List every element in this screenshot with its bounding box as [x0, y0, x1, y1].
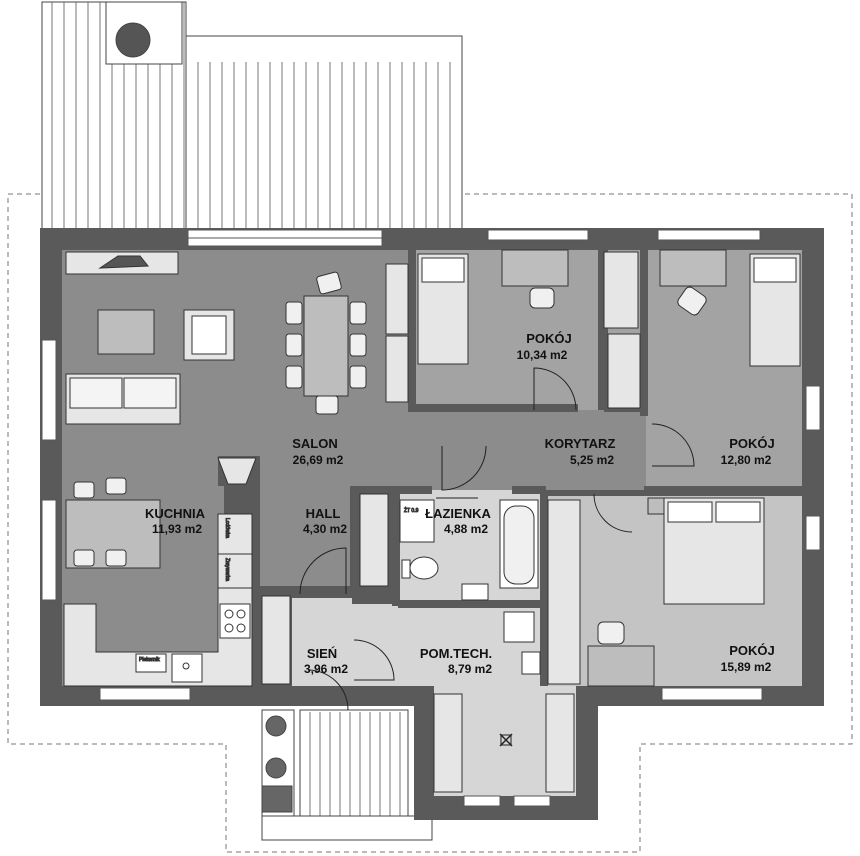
salon-furniture	[65, 251, 409, 485]
corridor-floor	[408, 410, 650, 490]
tech-cabinet-left	[433, 693, 463, 793]
office-chair	[529, 287, 555, 309]
label-sien-name: SIEŃ	[307, 646, 337, 661]
room-labels: SALON 26,69 m2 KUCHNIA 11,93 m2 HALL 4,3…	[145, 331, 775, 676]
door-sien	[299, 547, 347, 595]
wardrobe	[603, 251, 639, 329]
sideboard	[385, 263, 409, 335]
fridge	[217, 513, 253, 555]
planter-icon	[265, 757, 287, 779]
label-kuchnia-name: KUCHNIA	[145, 506, 206, 521]
bedroom3-wardrobe	[547, 499, 581, 685]
desk	[659, 249, 727, 287]
label-sien-area: 3,96 m2	[304, 662, 348, 676]
label-pomtech-area: 8,79 m2	[448, 662, 492, 676]
sien-floor	[292, 598, 392, 686]
sien-wardrobe	[261, 595, 291, 685]
dishwasher	[217, 553, 253, 589]
desk	[587, 645, 655, 687]
chimney-icon	[115, 22, 151, 58]
toilet	[409, 556, 439, 580]
door-bedroom3	[593, 493, 633, 533]
dining-chairs	[285, 271, 367, 415]
sink	[171, 653, 203, 683]
label-kuchnia-area: 11,93 m2	[152, 522, 202, 536]
windows	[41, 229, 821, 807]
label-salon-name: SALON	[292, 436, 338, 451]
planter-icon	[265, 715, 287, 737]
label-pokoj3-area: 15,89 m2	[721, 660, 772, 674]
entrance-steps	[261, 709, 433, 841]
label-lazienka-name: ŁAZIENKA	[425, 506, 491, 521]
hall-wardrobe	[359, 493, 389, 587]
hall-floor	[258, 486, 352, 586]
coffee-table	[97, 309, 155, 355]
fireplace	[217, 457, 257, 485]
label-pokoj2-area: 12,80 m2	[721, 453, 772, 467]
dishwasher-label: Zmywarka	[224, 558, 230, 581]
wardrobes	[261, 493, 581, 793]
label-pokoj1-name: POKÓJ	[526, 331, 572, 346]
label-korytarz-name: KORYTARZ	[545, 436, 616, 451]
wardrobe	[607, 333, 641, 409]
washing-machine-label: ŻT 0.9	[404, 507, 419, 514]
label-lazienka-area: 4,88 m2	[444, 522, 488, 536]
label-pomtech-name: POM.TECH.	[420, 646, 492, 661]
label-salon-area: 26,69 m2	[293, 453, 344, 467]
doors	[299, 367, 695, 711]
tech-room-fixtures	[499, 611, 541, 747]
bathroom-fixtures: ŻT 0.9	[399, 499, 539, 601]
label-pokoj3-name: POKÓJ	[729, 643, 775, 658]
nightstand	[647, 497, 665, 515]
oven	[135, 653, 167, 673]
label-pokoj2-name: POKÓJ	[729, 436, 775, 451]
door-tech	[353, 639, 395, 681]
cooktop	[219, 603, 251, 639]
fridge-label: Lodówka	[224, 518, 230, 538]
interior-walls	[218, 228, 804, 796]
label-pokoj1-area: 10,34 m2	[517, 348, 568, 362]
dining-table	[303, 295, 349, 397]
tv-icon	[98, 255, 150, 269]
utility-sink	[521, 651, 541, 675]
boiler	[503, 611, 535, 643]
kitchen-furniture: Lodówka Zmywarka Piekarnik	[63, 477, 253, 687]
bedroom3-furniture	[587, 497, 765, 687]
door-bedroom2	[651, 423, 695, 467]
tech-cabinet-right	[545, 693, 575, 793]
door-hall	[441, 445, 487, 491]
office-chair	[677, 286, 707, 316]
bedroom2-furniture	[607, 249, 801, 409]
desk	[501, 249, 569, 287]
washbasin	[399, 499, 435, 543]
front-door	[307, 669, 349, 711]
ceiling-light-icon	[499, 733, 513, 747]
label-korytarz-area: 5,25 m2	[570, 453, 614, 467]
label-hall-area: 4,30 m2	[303, 522, 347, 536]
shower-drain	[461, 583, 489, 601]
door-bedroom1	[533, 367, 577, 411]
site-outline	[7, 193, 853, 853]
bedroom1-furniture	[417, 249, 639, 365]
office-chair	[597, 621, 625, 645]
terrace	[41, 1, 463, 231]
label-hall-name: HALL	[306, 506, 341, 521]
oven-label: Piekarnik	[139, 657, 160, 663]
